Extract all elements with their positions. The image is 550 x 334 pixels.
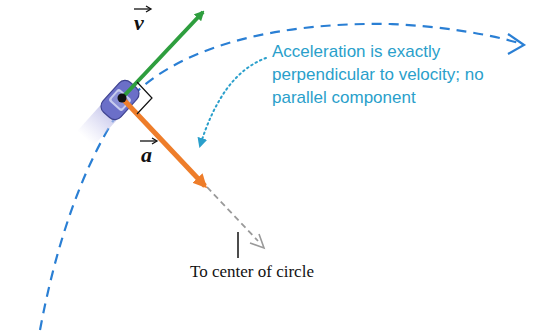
vector-overarrow	[134, 8, 150, 9]
acceleration-arrow	[122, 98, 205, 186]
callout-leader	[200, 58, 266, 146]
callout-note: Acceleration is exactly perpendicular to…	[272, 40, 486, 109]
vector-overarrow-head	[146, 6, 151, 12]
center-label: To center of circle	[190, 262, 314, 282]
car-position-dot	[118, 94, 127, 103]
acceleration-symbol: a	[141, 142, 152, 168]
vector-overarrow-head	[152, 138, 157, 144]
vector-overarrow	[140, 140, 156, 141]
leader-tick	[237, 232, 239, 258]
right-angle-marker	[137, 82, 152, 114]
center-direction-line	[207, 187, 258, 241]
velocity-symbol: v	[134, 10, 144, 36]
circular-path	[40, 24, 522, 330]
center-arrowhead	[250, 234, 264, 248]
path-arrowhead	[508, 34, 524, 54]
